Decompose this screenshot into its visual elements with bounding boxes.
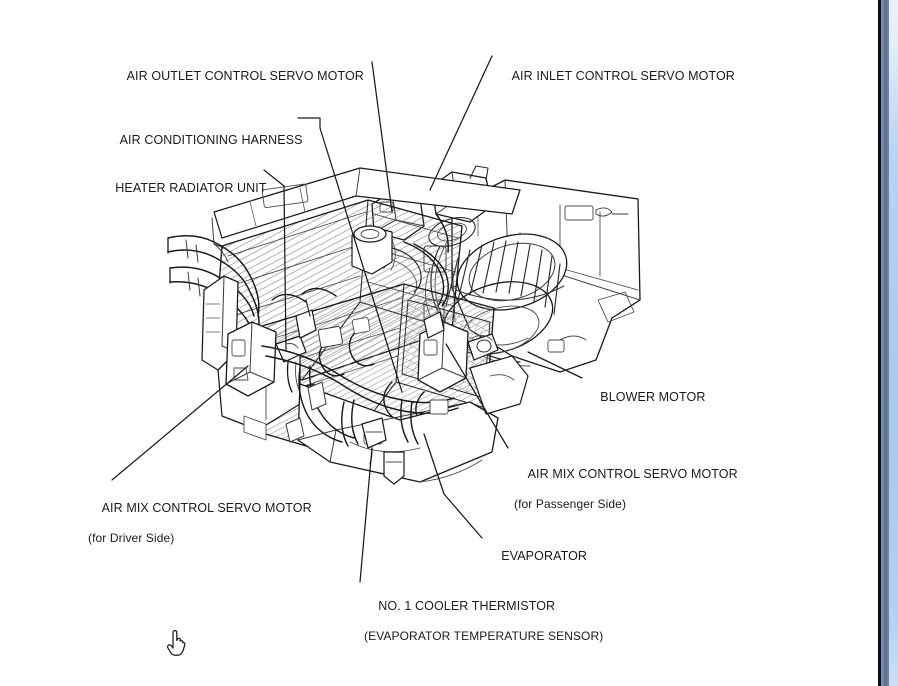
callout-label-subtext: (for Driver Side) bbox=[88, 531, 175, 545]
callout-air-outlet-control-servo-motor: AIR OUTLET CONTROL SERVO MOTOR bbox=[113, 54, 364, 99]
air-mix-servo-driver-part bbox=[225, 299, 317, 397]
callout-air-mix-control-servo-motor-passenger: AIR MIX CONTROL SERVO MOTOR (for Passeng… bbox=[514, 452, 738, 542]
callout-no-1-cooler-thermistor: NO. 1 COOLER THERMISTOR (EVAPORATOR TEMP… bbox=[364, 584, 603, 674]
callout-label-text: NO. 1 COOLER THERMISTOR bbox=[378, 599, 556, 613]
callout-label-text: AIR MIX CONTROL SERVO MOTOR bbox=[101, 501, 312, 515]
scrollbar-thumb[interactable] bbox=[881, 0, 889, 686]
hvac-unit-illustration bbox=[111, 55, 641, 583]
callout-air-inlet-control-servo-motor: AIR INLET CONTROL SERVO MOTOR bbox=[498, 54, 735, 99]
callout-label-text: EVAPORATOR bbox=[501, 549, 588, 563]
vertical-scrollbar[interactable] bbox=[878, 0, 898, 686]
callout-air-mix-control-servo-motor-driver: AIR MIX CONTROL SERVO MOTOR (for Driver … bbox=[88, 486, 312, 576]
page-viewport: AIR OUTLET CONTROL SERVO MOTOR AIR INLET… bbox=[88, 54, 738, 674]
case-hardware-details bbox=[243, 317, 493, 443]
air-mix-servo-passenger-part bbox=[417, 311, 499, 393]
callout-blower-motor: BLOWER MOTOR bbox=[586, 375, 705, 420]
callout-air-conditioning-harness: AIR CONDITIONING HARNESS bbox=[106, 118, 303, 163]
callout-label-text: AIR CONDITIONING HARNESS bbox=[119, 133, 303, 147]
callout-label-subtext: (EVAPORATOR TEMPERATURE SENSOR) bbox=[364, 629, 604, 643]
callout-label-text: HEATER RADIATOR UNIT bbox=[115, 181, 267, 195]
callout-evaporator: EVAPORATOR bbox=[487, 534, 587, 579]
callout-label-text: AIR INLET CONTROL SERVO MOTOR bbox=[511, 69, 735, 83]
scrollbar-track[interactable] bbox=[889, 0, 898, 686]
callout-heater-radiator-unit: HEATER RADIATOR UNIT bbox=[101, 166, 267, 211]
callout-leader-lines bbox=[111, 55, 583, 583]
callout-label-subtext: (for Passenger Side) bbox=[514, 497, 627, 511]
callout-label-text: AIR OUTLET CONTROL SERVO MOTOR bbox=[126, 69, 364, 83]
callout-label-text: AIR MIX CONTROL SERVO MOTOR bbox=[527, 467, 738, 481]
scrollbar-border bbox=[878, 0, 881, 686]
callout-label-text: BLOWER MOTOR bbox=[600, 390, 706, 404]
